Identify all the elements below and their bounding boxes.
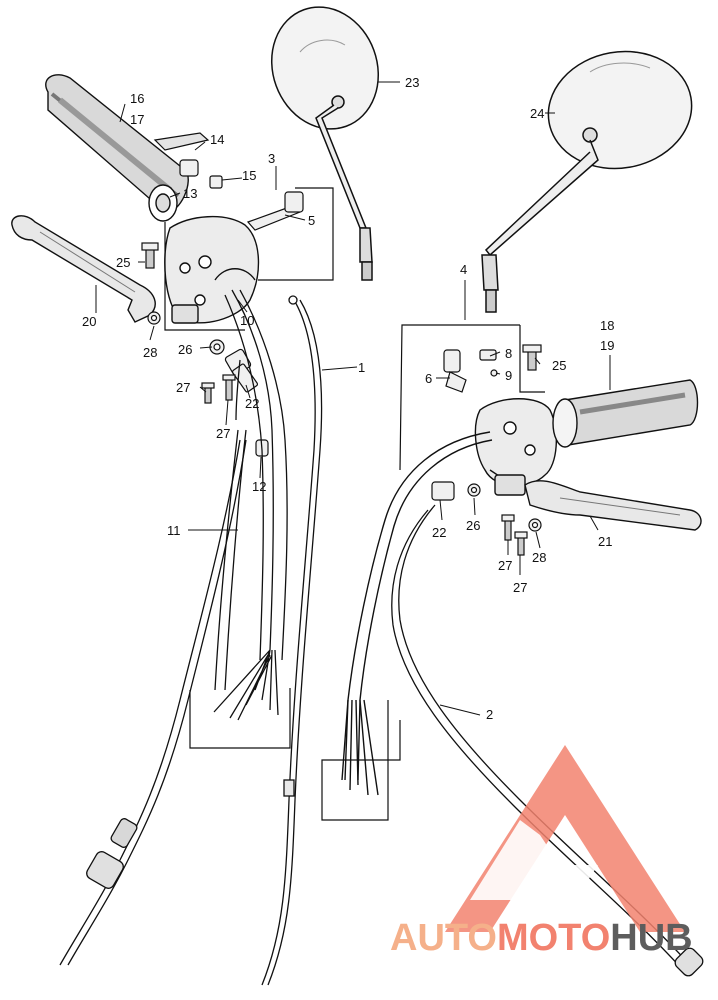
- right-bracket-box: [321, 324, 545, 821]
- part-label-26-right: 26: [466, 518, 480, 533]
- part-label-24: 24: [530, 106, 544, 121]
- part-label-14: 14: [210, 132, 224, 147]
- left-cable-11: [59, 439, 247, 966]
- svg-text:AUTOMOTOHUB: AUTOMOTOHUB: [390, 917, 693, 959]
- watermark-triangle-inner: [470, 820, 598, 900]
- right-small-parts: [431, 344, 542, 556]
- watermark-text: AUTOMOTOHUB: [390, 917, 693, 959]
- watermark-logo: [445, 745, 685, 932]
- part-label-8: 8: [505, 346, 512, 361]
- part-label-27-right-b: 27: [513, 580, 527, 595]
- left-bracket-box: [164, 187, 334, 331]
- part-label-15: 15: [242, 168, 256, 183]
- part-label-22-right: 22: [432, 525, 446, 540]
- part-label-16: 16: [130, 91, 144, 106]
- part-label-10: 10: [240, 313, 254, 328]
- right-lever: [524, 480, 702, 531]
- part-label-27-left-a: 27: [176, 380, 190, 395]
- part-label-6: 6: [425, 371, 432, 386]
- left-mirror: [270, 6, 380, 281]
- part-number-labels: 16 17 14 3 15 13 5 25 20 28 26 10 1 27 2…: [82, 75, 614, 722]
- part-label-12: 12: [252, 479, 266, 494]
- left-lever: [11, 215, 156, 323]
- left-small-parts: [141, 132, 304, 457]
- part-label-27-left-b: 27: [216, 426, 230, 441]
- part-label-26-left: 26: [178, 342, 192, 357]
- leader-lines: [95, 81, 611, 716]
- left-switch-housing: [164, 215, 260, 324]
- part-label-17: 17: [130, 112, 144, 127]
- part-label-28-left: 28: [143, 345, 157, 360]
- left-cable-1: [261, 295, 323, 986]
- left-harness-box: [189, 688, 291, 749]
- right-switch-housing: [474, 398, 558, 496]
- watermark-text-hub: HUB: [610, 917, 692, 959]
- part-label-19: 19: [600, 338, 614, 353]
- right-handlebar-bar: [341, 431, 493, 796]
- left-harness: [213, 289, 288, 721]
- part-label-13: 13: [183, 186, 197, 201]
- part-label-18: 18: [600, 318, 614, 333]
- part-label-2: 2: [486, 707, 493, 722]
- watermark-text-auto: AUTO: [390, 917, 497, 959]
- part-label-25-left: 25: [116, 255, 130, 270]
- part-label-27-right-a: 27: [498, 558, 512, 573]
- part-label-11: 11: [167, 523, 181, 538]
- part-label-5: 5: [308, 213, 315, 228]
- part-label-9: 9: [505, 368, 512, 383]
- watermark-text-moto: MOTO: [497, 917, 610, 959]
- part-label-1: 1: [358, 360, 365, 375]
- part-label-20: 20: [82, 314, 96, 329]
- right-mirror: [481, 50, 693, 313]
- part-label-21: 21: [598, 534, 612, 549]
- right-grip: [552, 379, 699, 448]
- part-label-4: 4: [460, 262, 467, 277]
- part-label-3: 3: [268, 151, 275, 166]
- part-label-23: 23: [405, 75, 419, 90]
- part-label-22-left: 22: [245, 396, 259, 411]
- part-label-28-right: 28: [532, 550, 546, 565]
- part-label-25-right: 25: [552, 358, 566, 373]
